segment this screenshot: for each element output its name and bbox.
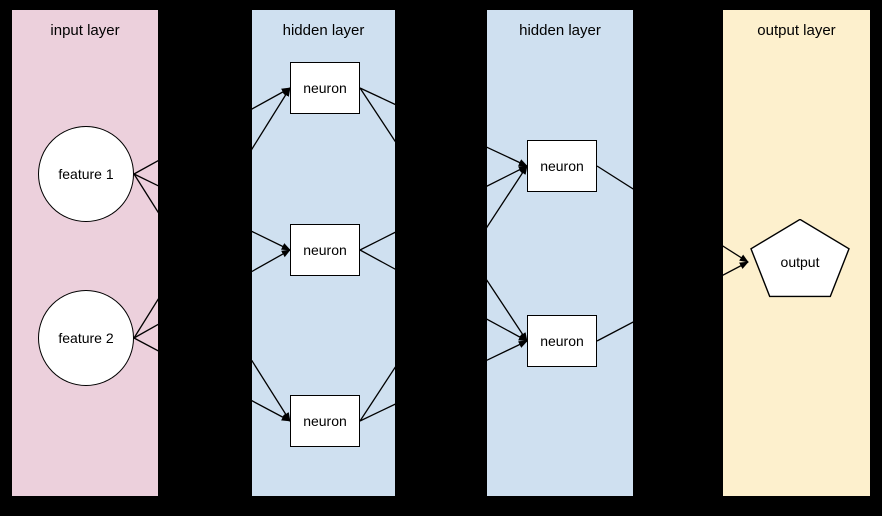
node-hidden1-neuron-1[interactable]: neuron <box>290 62 360 114</box>
layer-hidden-2: hidden layer neuron neuron <box>487 10 633 496</box>
layer-hidden-1: hidden layer neuron neuron neuron <box>252 10 395 496</box>
connection-edges <box>133 160 158 352</box>
edge-feature-2-to-hidden1-neuron-2 <box>252 249 291 273</box>
edge-feature-1-to-hidden1-neuron-2 <box>252 230 291 251</box>
edge-hidden1-neuron-1-to-hidden2-neuron-1 <box>487 146 528 167</box>
node-feature-1[interactable]: feature 1 <box>38 126 134 222</box>
node-label-feature-1: feature 1 <box>58 166 114 182</box>
edge-hidden1-neuron-3-to-hidden2-neuron-1 <box>487 165 528 229</box>
connection-edges <box>487 146 633 361</box>
node-hidden1-neuron-3[interactable]: neuron <box>290 395 360 447</box>
pentagon-shape <box>750 218 850 298</box>
edge-hidden1-neuron-2-to-hidden2-neuron-1 <box>359 231 395 251</box>
edge-feature-1-to-hidden1-neuron-3 <box>133 173 158 214</box>
node-label-output-node: output <box>780 254 820 270</box>
edge-hidden2-neuron-2-to-output-node <box>723 261 749 276</box>
edge-feature-2-to-hidden1-neuron-2 <box>133 323 158 339</box>
edge-hidden2-neuron-1-to-output-node <box>723 245 749 263</box>
edge-feature-2-to-hidden1-neuron-3 <box>133 337 158 352</box>
node-feature-2[interactable]: feature 2 <box>38 290 134 386</box>
node-label-hidden1-neuron-3: neuron <box>303 413 347 429</box>
edge-hidden1-neuron-2-to-hidden2-neuron-2 <box>359 249 395 270</box>
layer-title-input: input layer <box>50 22 120 39</box>
layer-output: output layer output <box>723 10 870 496</box>
edge-hidden1-neuron-1-to-hidden2-neuron-2 <box>487 279 528 342</box>
layer-title-output: output layer <box>757 22 836 39</box>
edge-feature-1-to-hidden1-neuron-1 <box>252 87 291 110</box>
edge-hidden1-neuron-2-to-hidden2-neuron-2 <box>487 318 528 342</box>
node-label-hidden2-neuron-1: neuron <box>540 158 584 174</box>
layer-title-hidden-2: hidden layer <box>519 22 601 39</box>
node-hidden2-neuron-1[interactable]: neuron <box>527 140 597 192</box>
node-hidden2-neuron-2[interactable]: neuron <box>527 315 597 367</box>
node-label-hidden2-neuron-2: neuron <box>540 333 584 349</box>
node-label-hidden1-neuron-2: neuron <box>303 242 347 258</box>
edge-hidden2-neuron-1-to-output-node <box>596 165 633 190</box>
edge-feature-2-to-hidden1-neuron-1 <box>133 298 158 339</box>
node-label-feature-2: feature 2 <box>58 330 114 346</box>
edge-feature-2-to-hidden1-neuron-3 <box>252 400 291 422</box>
edge-hidden1-neuron-3-to-hidden2-neuron-2 <box>359 403 395 422</box>
edge-hidden1-neuron-1-to-hidden2-neuron-1 <box>359 87 395 106</box>
edge-feature-1-to-hidden1-neuron-1 <box>133 160 158 175</box>
node-output-node[interactable]: output <box>748 218 852 305</box>
edge-hidden1-neuron-3-to-hidden2-neuron-1 <box>359 366 395 422</box>
edge-hidden2-neuron-2-to-output-node <box>596 321 633 342</box>
edge-feature-1-to-hidden1-neuron-3 <box>252 359 291 422</box>
node-hidden1-neuron-2[interactable]: neuron <box>290 224 360 276</box>
edge-feature-1-to-hidden1-neuron-2 <box>133 173 158 187</box>
layer-input: input layer feature 1 feature 2 <box>12 10 158 496</box>
edge-hidden1-neuron-1-to-hidden2-neuron-2 <box>359 87 395 143</box>
node-label-hidden1-neuron-1: neuron <box>303 80 347 96</box>
edge-hidden1-neuron-2-to-hidden2-neuron-1 <box>487 165 528 187</box>
edge-hidden1-neuron-3-to-hidden2-neuron-2 <box>487 340 528 361</box>
edge-feature-2-to-hidden1-neuron-1 <box>252 87 291 151</box>
layer-title-hidden-1: hidden layer <box>282 22 365 39</box>
